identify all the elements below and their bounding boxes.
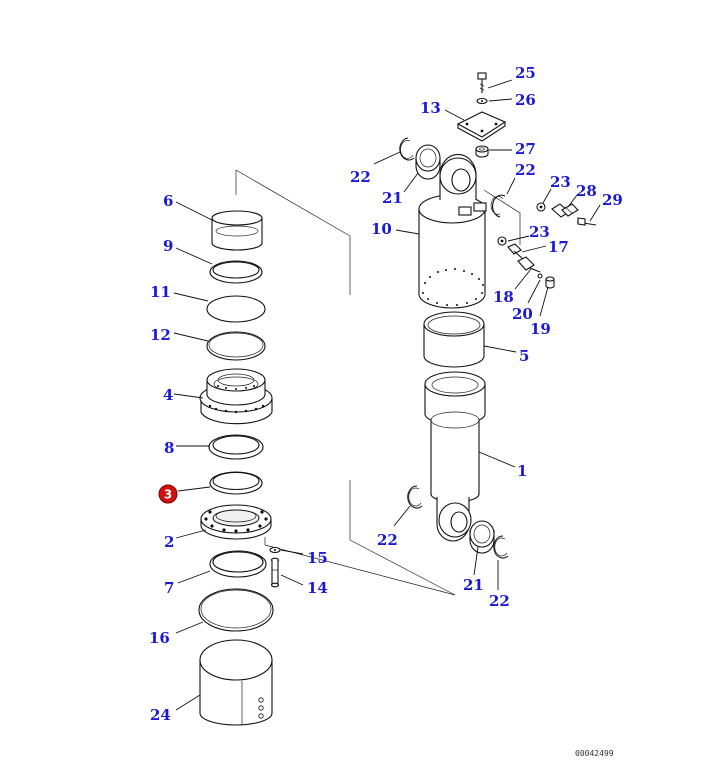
projection-lines <box>235 149 521 596</box>
label-11[interactable]: 11 <box>150 283 171 301</box>
part-25-bolt[interactable] <box>477 72 487 93</box>
part-7-ring[interactable] <box>209 550 267 578</box>
label-10[interactable]: 10 <box>371 220 392 238</box>
label-1[interactable]: 1 <box>517 462 527 480</box>
part-22-snap-ring-upper-right[interactable] <box>490 194 506 218</box>
part-22-snap-ring-lower-right[interactable] <box>493 535 509 559</box>
part-18-valve[interactable] <box>517 256 541 273</box>
label-8[interactable]: 8 <box>164 439 174 457</box>
label-6[interactable]: 6 <box>163 192 173 210</box>
part-3-ring[interactable] <box>209 471 263 495</box>
part-23-fitting-a[interactable] <box>536 202 546 212</box>
part-24-cover[interactable] <box>199 639 273 726</box>
drawing-number: 00042499 <box>575 749 614 758</box>
label-23-b[interactable]: 23 <box>529 223 550 241</box>
part-9-ring[interactable] <box>209 260 263 284</box>
label-17[interactable]: 17 <box>548 238 569 256</box>
part-1-rod[interactable] <box>424 371 486 542</box>
part-11-seal[interactable] <box>206 295 266 323</box>
part-21-bearing-lower[interactable] <box>469 520 495 554</box>
label-13[interactable]: 13 <box>420 99 441 117</box>
part-26-washer[interactable] <box>476 97 488 105</box>
part-29-nipple[interactable] <box>576 217 597 226</box>
label-15[interactable]: 15 <box>307 549 328 567</box>
part-21-bearing-upper[interactable] <box>415 144 441 180</box>
part-20-ball[interactable] <box>537 273 543 279</box>
label-2[interactable]: 2 <box>164 533 174 551</box>
part-22-snap-ring-lower-left[interactable] <box>407 485 423 509</box>
label-27[interactable]: 27 <box>515 140 536 158</box>
label-9[interactable]: 9 <box>163 237 173 255</box>
part-labels: 6 9 11 12 4 8 3 2 7 16 24 15 14 25 26 13… <box>149 64 623 724</box>
label-7[interactable]: 7 <box>164 579 174 597</box>
part-2-flange[interactable] <box>200 504 272 540</box>
part-16-ring[interactable] <box>198 588 274 632</box>
part-13-plate[interactable] <box>456 111 507 142</box>
label-18[interactable]: 18 <box>493 288 514 306</box>
label-21-b[interactable]: 21 <box>463 576 484 594</box>
part-15-washer[interactable] <box>269 546 281 554</box>
label-20[interactable]: 20 <box>512 305 533 323</box>
highlighted-label-3[interactable]: 3 <box>158 484 178 504</box>
part-17-fitting[interactable] <box>507 243 524 260</box>
part-22-snap-ring-upper-left[interactable] <box>399 137 415 161</box>
label-22-d[interactable]: 22 <box>489 592 510 610</box>
leader-lines <box>173 79 601 711</box>
label-21-a[interactable]: 21 <box>382 189 403 207</box>
part-14-bolt[interactable] <box>270 557 280 588</box>
label-4[interactable]: 4 <box>163 386 173 404</box>
label-22-c[interactable]: 22 <box>377 531 398 549</box>
part-12-ring[interactable] <box>206 331 266 361</box>
label-28[interactable]: 28 <box>576 182 597 200</box>
part-8-ring[interactable] <box>208 434 264 460</box>
label-5[interactable]: 5 <box>519 347 529 365</box>
part-5-bushing[interactable] <box>423 311 485 368</box>
label-25[interactable]: 25 <box>515 64 536 82</box>
part-10-cylinder[interactable] <box>418 153 487 309</box>
label-22-b[interactable]: 22 <box>515 161 536 179</box>
label-16[interactable]: 16 <box>149 629 170 647</box>
part-19-cap[interactable] <box>545 276 555 289</box>
label-23-a[interactable]: 23 <box>550 173 571 191</box>
part-4-gland[interactable] <box>199 368 273 425</box>
label-22-a[interactable]: 22 <box>350 168 371 186</box>
part-27-spacer[interactable] <box>475 145 489 158</box>
label-19[interactable]: 19 <box>530 320 551 338</box>
label-12[interactable]: 12 <box>150 326 171 344</box>
label-26[interactable]: 26 <box>515 91 536 109</box>
part-28-fitting[interactable] <box>551 203 579 218</box>
part-6-bushing[interactable] <box>211 210 263 251</box>
part-23-fitting-b[interactable] <box>497 236 507 246</box>
label-24[interactable]: 24 <box>150 706 171 724</box>
label-3[interactable]: 3 <box>164 488 172 502</box>
label-29[interactable]: 29 <box>602 191 623 209</box>
label-14[interactable]: 14 <box>307 579 328 597</box>
